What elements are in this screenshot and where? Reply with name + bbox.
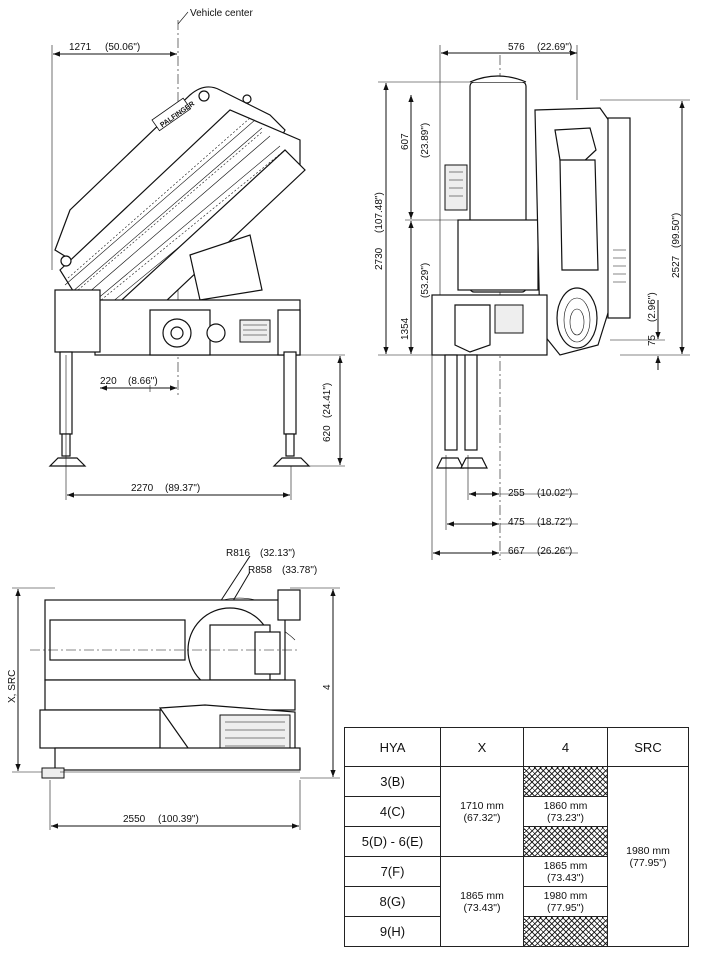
four-g-in: (77.95") [547,901,584,914]
header-src: SRC [607,727,689,767]
header-4: 4 [523,727,608,767]
dim-2550-inch: (100.39") [158,814,199,825]
hya-cell: 9(H) [344,916,441,947]
src-in: (77.95") [629,856,667,869]
dim-620: 620 [322,425,333,442]
dim-75: 75 [647,334,658,346]
header-x: X [440,727,524,767]
dim-620-inch: (24.41") [322,383,333,418]
dim-2550: 2550 [123,814,146,825]
src-mm: 1980 mm [626,844,670,857]
boom-chain-links [67,117,286,306]
hya-cell: 5(D) - 6(E) [344,826,441,857]
src-cell: 1980 mm (77.95") [607,766,689,947]
x-group2-in: (73.43") [463,901,501,914]
four-g-mm: 1980 mm [543,889,588,902]
dim-475: 475 [508,517,525,528]
dim-667-inch: (26.26") [537,546,572,557]
r858-inch: (33.78") [282,565,317,576]
vehicle-center-label: Vehicle center [190,8,253,19]
dim-2270: 2270 [131,483,154,494]
dim-576: 576 [508,42,525,53]
dim-1354: 1354 [400,317,411,340]
dim-220-inch: (8.66") [128,376,158,387]
hya-cell: 3(B) [344,766,441,797]
hya-cell: 8(G) [344,886,441,917]
dim-1271: 1271 [69,42,92,53]
dim-1271-inch: (50.06") [105,42,140,53]
x-group2-cell: 1865 mm (73.43") [440,856,524,947]
top-view: X, SRC 4 R816 (32.13") R858 (33.78") [7,548,340,830]
header-hya: HYA [344,727,441,767]
x-group2-mm: 1865 mm [460,889,504,902]
side-view: Vehicle center 1271 (50.06") PALFINGER [48,8,345,500]
four-c-cell: 1860 mm (73.23") [523,796,608,827]
table-row: 9(H) [344,916,689,947]
dim-2730: 2730 [374,247,385,270]
dim-220: 220 [100,376,117,387]
hatched-cell [523,916,608,947]
dim-2527-inch: (99.50") [671,213,682,248]
x-group1-mm: 1710 mm [460,799,504,812]
hya-cell: 4(C) [344,796,441,827]
dim-255-inch: (10.02") [537,488,572,499]
four-f-cell: 1865 mm (73.43") [523,856,608,887]
table-row: 7(F) 1865 mm (73.43") 1865 mm (73.43") [344,856,689,947]
four-c-mm: 1860 mm [543,799,588,812]
x-src-label: X, SRC [7,670,18,703]
four-label: 4 [322,684,333,690]
table-header-row: HYA X 4 SRC [344,727,689,767]
four-c-in: (73.23") [547,811,584,824]
four-f-mm: 1865 mm [543,859,588,872]
dim-607: 607 [400,133,411,150]
four-f-in: (73.43") [547,871,584,884]
hya-cell: 7(F) [344,856,441,887]
table-row: 3(B) 1710 mm (67.32") 1980 mm (77.95") [344,766,689,947]
dim-75-inch: (2.96") [647,292,658,322]
spec-table: HYA X 4 SRC 3(B) 1710 mm (67.32") 1980 m… [344,727,689,947]
rear-view: 576 (22.69") 607 (23.89") 2 [374,42,690,560]
r858-label: R858 [248,565,272,576]
hatched-cell [523,826,608,857]
dim-1354-inch: (53.29") [420,263,431,298]
dim-667: 667 [508,546,525,557]
table-row: 4(C) 1860 mm (73.23") [344,796,689,827]
dim-2730-inch: (107.48") [374,192,385,233]
dim-475-inch: (18.72") [537,517,572,528]
r816-label: R816 [226,548,250,559]
r816-inch: (32.13") [260,548,295,559]
palfinger-logo [151,97,192,132]
four-g-cell: 1980 mm (77.95") [523,886,608,917]
dim-607-inch: (23.89") [420,123,431,158]
dim-576-inch: (22.69") [537,42,572,53]
table-row: 8(G) 1980 mm (77.95") [344,886,689,917]
dim-2270-inch: (89.37") [165,483,200,494]
hatched-cell [523,766,608,797]
dim-255: 255 [508,488,525,499]
x-group1-in: (67.32") [463,811,501,824]
x-group1-cell: 1710 mm (67.32") [440,766,524,857]
dim-2527: 2527 [671,255,682,278]
